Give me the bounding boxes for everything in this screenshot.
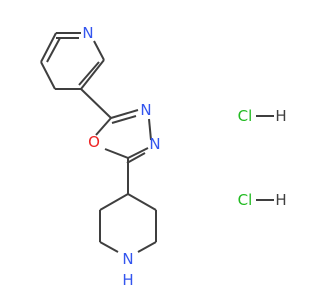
piperidine-nitrogen-label: N xyxy=(122,250,133,268)
bond xyxy=(126,152,146,164)
bond xyxy=(78,61,100,86)
bond xyxy=(40,61,56,90)
bond xyxy=(110,109,139,119)
bond xyxy=(127,147,149,159)
bond xyxy=(40,32,57,63)
pyridine-ring xyxy=(40,32,105,90)
hydrogen-label: H xyxy=(275,191,286,209)
bond xyxy=(137,241,157,253)
bond xyxy=(80,88,112,119)
piperidine-ring xyxy=(99,193,157,253)
oxadiazole-nitrogen-label: N xyxy=(140,101,151,119)
bond xyxy=(46,37,61,63)
structure-diagram: N O N N N H Cl H Cl H xyxy=(40,24,287,289)
oxadiazole-ring xyxy=(95,109,152,164)
pyridine-nitrogen-label: N xyxy=(82,24,93,42)
piperidine-hydrogen-label: H xyxy=(122,271,133,289)
bond xyxy=(95,117,112,136)
bond xyxy=(104,148,129,159)
bond xyxy=(80,59,105,90)
bond xyxy=(99,241,119,253)
bond xyxy=(93,40,105,61)
bond xyxy=(127,193,157,211)
oxadiazole-oxygen-label: O xyxy=(88,133,100,151)
oxadiazole-nitrogen-label: N xyxy=(149,135,160,153)
chlorine-label: Cl xyxy=(238,191,253,209)
bond xyxy=(148,118,152,141)
chlorine-label: Cl xyxy=(238,107,253,125)
bond xyxy=(111,115,137,124)
bond xyxy=(99,193,129,211)
hydrogen-label: H xyxy=(275,107,286,125)
